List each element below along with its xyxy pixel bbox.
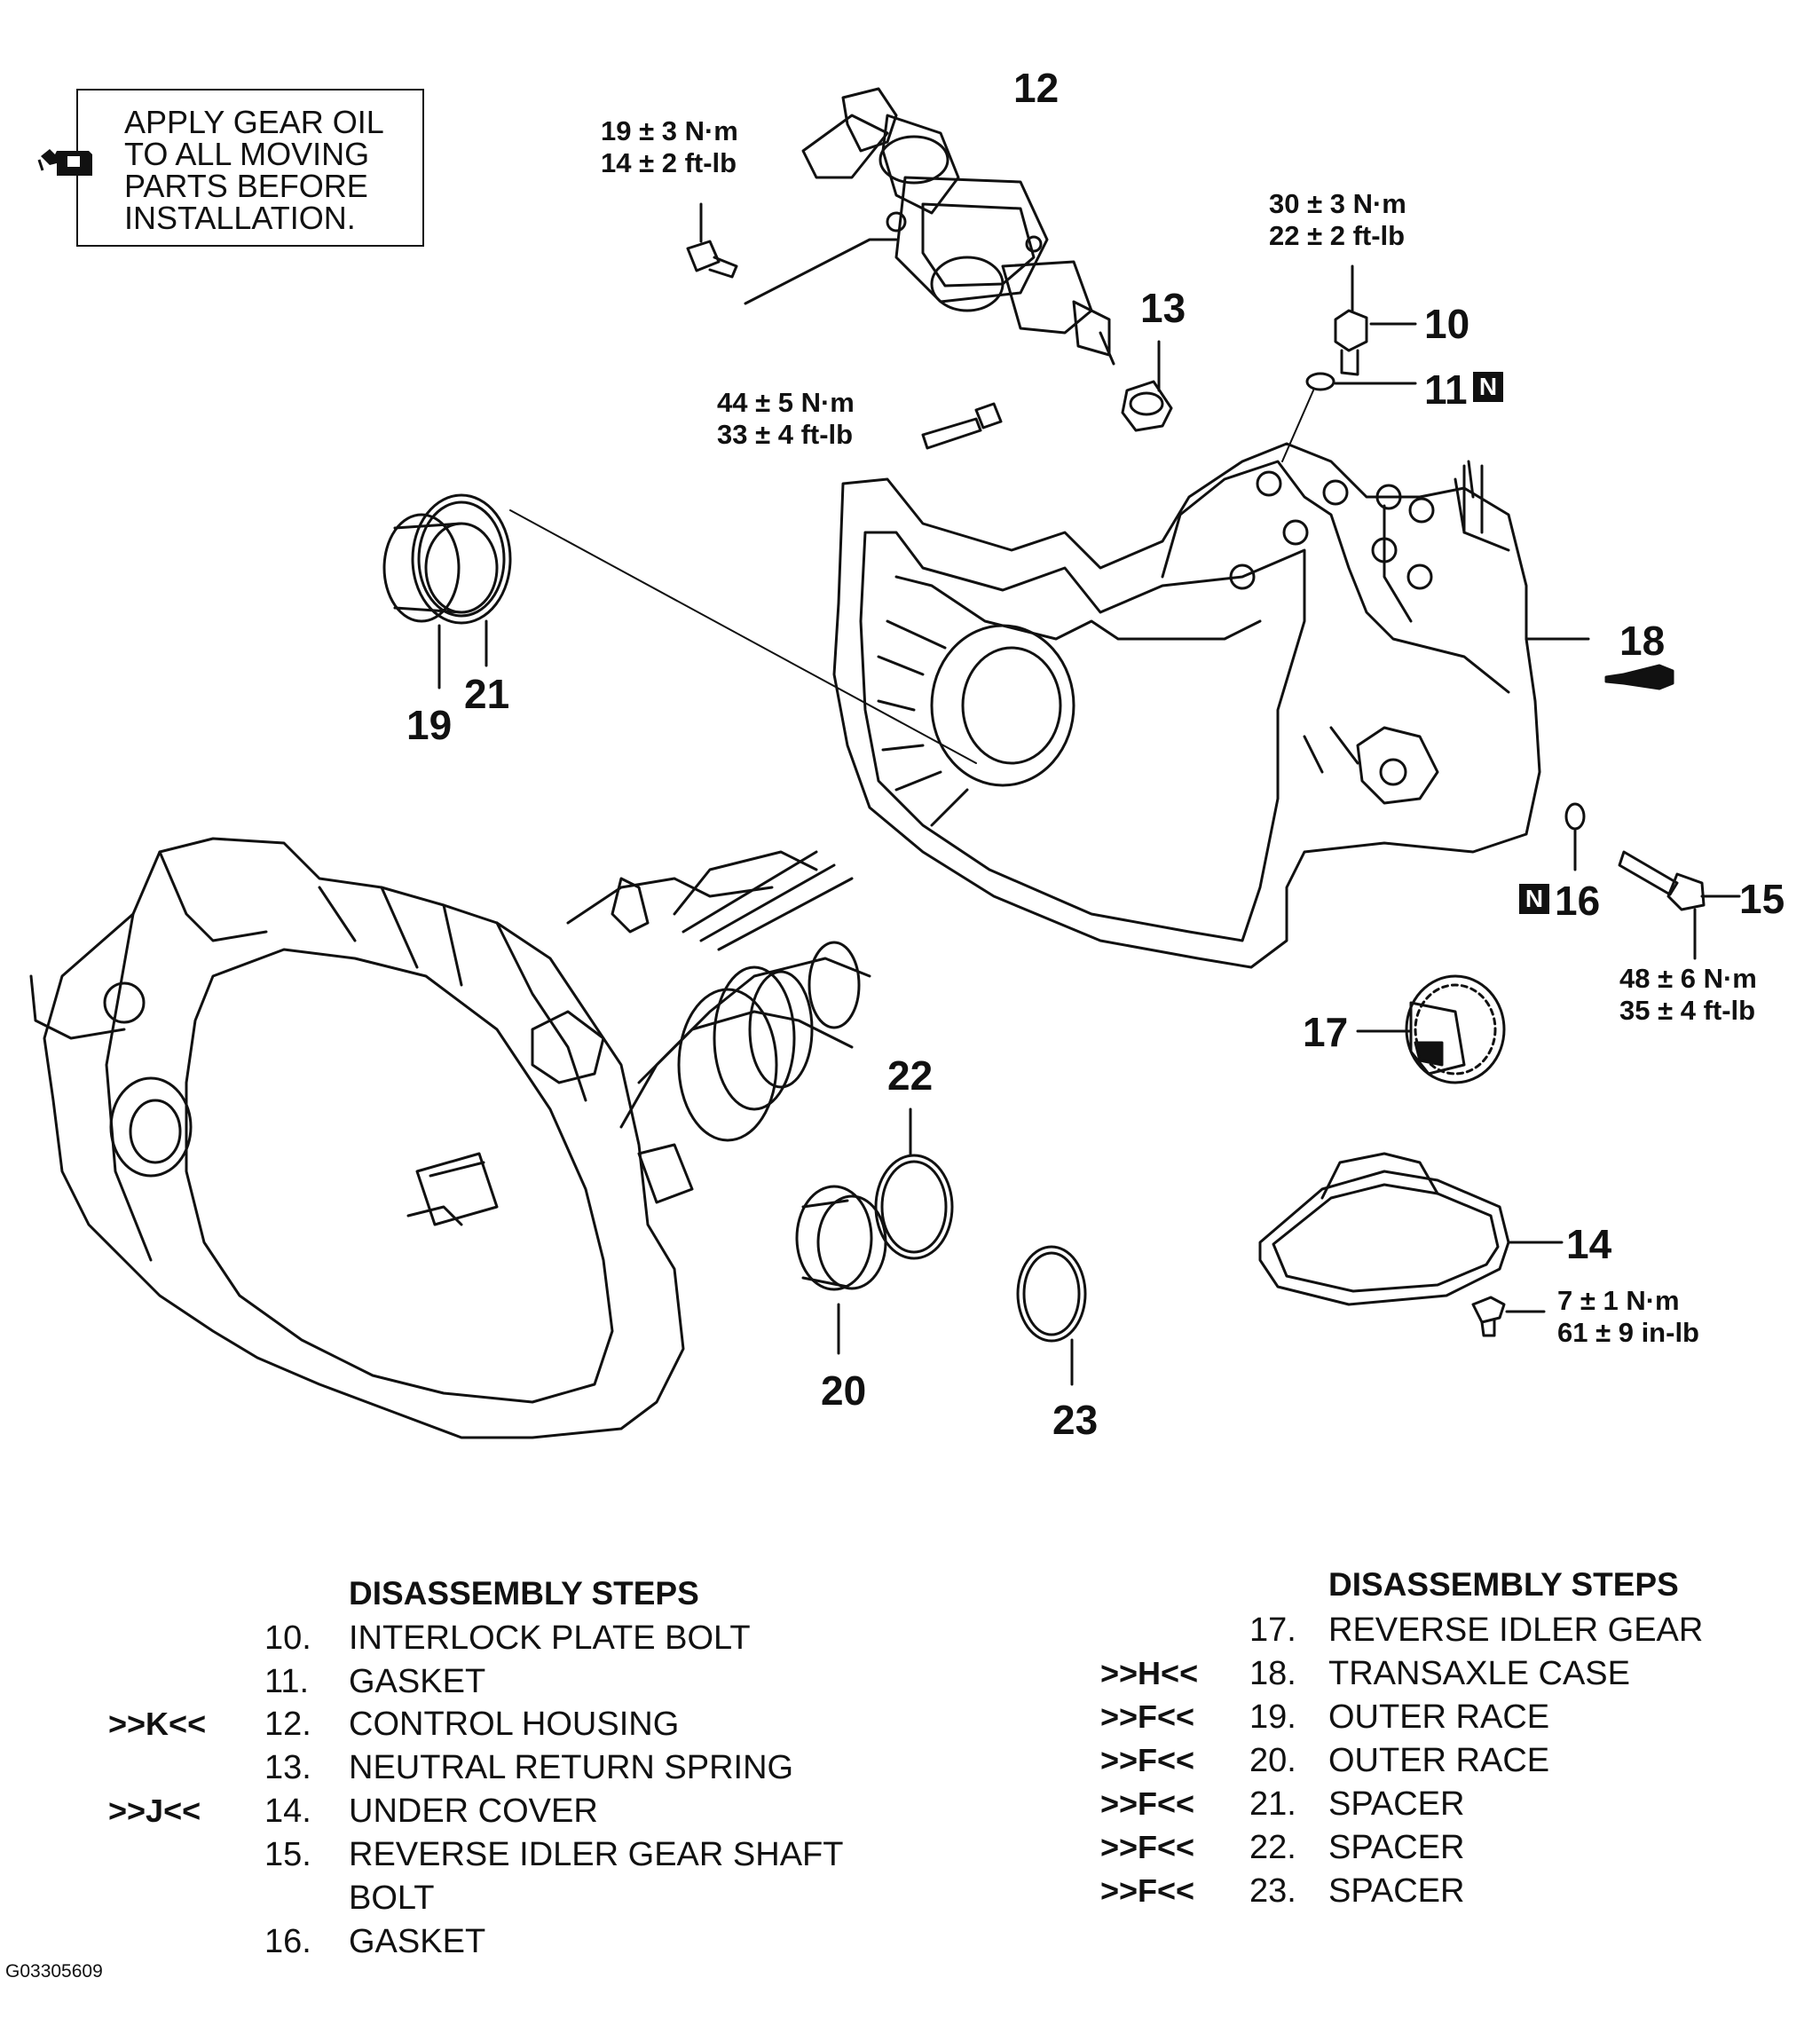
step-text: UNDER COVER bbox=[349, 1793, 598, 1830]
step-number: 23. bbox=[1249, 1872, 1296, 1910]
new-part-mark-16: N bbox=[1519, 884, 1549, 914]
callout-18: 18 bbox=[1619, 618, 1666, 664]
torque-interlock-plate-bolt: 30 ± 3 N·m 22 ± 2 ft-lb bbox=[1269, 188, 1406, 251]
step-code: >>F<< bbox=[1100, 1698, 1195, 1735]
callout-11: 11 bbox=[1424, 366, 1468, 413]
gasket-11 bbox=[1305, 372, 1335, 391]
new-part-mark-11: N bbox=[1473, 372, 1503, 402]
step-code: >>H<< bbox=[1100, 1655, 1199, 1691]
step-number: 11. bbox=[264, 1663, 310, 1700]
sealant-tube-icon bbox=[1604, 664, 1674, 690]
callout-19: 19 bbox=[406, 702, 453, 748]
step-number: 13. bbox=[264, 1749, 311, 1786]
interlock-plate-bolt bbox=[1334, 264, 1417, 376]
step-text: NEUTRAL RETURN SPRING bbox=[349, 1749, 794, 1786]
note-line-1: APPLY GEAR OIL bbox=[124, 104, 384, 140]
step-text: CONTROL HOUSING bbox=[349, 1706, 680, 1743]
note-line-2: TO ALL MOVING bbox=[124, 136, 370, 172]
case-bolt bbox=[921, 402, 1003, 450]
torque-under-cover-bolt: 7 ± 1 N·m 61 ± 9 in-lb bbox=[1557, 1285, 1699, 1348]
step-text: GASKET bbox=[349, 1663, 486, 1700]
step-text: OUTER RACE bbox=[1328, 1742, 1550, 1779]
callout-16: 16 bbox=[1555, 878, 1601, 924]
step-code: >>F<< bbox=[1100, 1829, 1195, 1865]
step-code: >>K<< bbox=[108, 1706, 207, 1742]
step-text: BOLT bbox=[349, 1879, 435, 1917]
torque-control-housing-bolt: 19 ± 3 N·m 14 ± 2 ft-lb bbox=[601, 115, 738, 178]
control-housing-bolt bbox=[686, 202, 898, 305]
steps-right-title: DISASSEMBLY STEPS bbox=[1328, 1566, 1679, 1603]
step-number: 22. bbox=[1249, 1829, 1296, 1866]
transaxle-case-part bbox=[832, 442, 1590, 969]
step-text: REVERSE IDLER GEAR SHAFT bbox=[349, 1836, 844, 1873]
control-housing-part bbox=[801, 87, 1115, 366]
step-number: 14. bbox=[264, 1793, 311, 1830]
step-text: SPACER bbox=[1328, 1785, 1465, 1823]
step-text: GASKET bbox=[349, 1923, 486, 1960]
step-code: >>F<< bbox=[1100, 1742, 1195, 1778]
callout-21: 21 bbox=[464, 671, 510, 717]
step-number: 10. bbox=[264, 1619, 311, 1657]
callout-20: 20 bbox=[821, 1367, 867, 1414]
step-text: INTERLOCK PLATE BOLT bbox=[349, 1619, 751, 1657]
spacer-21 bbox=[411, 493, 512, 667]
step-text: SPACER bbox=[1328, 1829, 1465, 1866]
gasket-16 bbox=[1564, 802, 1586, 831]
step-code: >>F<< bbox=[1100, 1785, 1195, 1822]
step-number: 21. bbox=[1249, 1785, 1296, 1823]
reverse-idler-gear bbox=[1356, 974, 1506, 1084]
gear-oil-can-icon bbox=[37, 144, 96, 184]
outer-race-20 bbox=[795, 1185, 887, 1355]
note-line-3: PARTS BEFORE bbox=[124, 168, 368, 204]
reverse-idler-shaft-bolt bbox=[1618, 850, 1741, 960]
callout-12: 12 bbox=[1013, 65, 1060, 111]
neutral-return-spring bbox=[1121, 340, 1173, 432]
note-line-4: INSTALLATION. bbox=[124, 200, 356, 236]
step-number: 18. bbox=[1249, 1655, 1296, 1692]
torque-reverse-idler-shaft-bolt: 48 ± 6 N·m 35 ± 4 ft-lb bbox=[1619, 963, 1757, 1026]
figure-id: G03305609 bbox=[5, 1961, 103, 1982]
callout-17: 17 bbox=[1303, 1009, 1349, 1055]
callout-15: 15 bbox=[1739, 876, 1785, 922]
torque-case-bolt: 44 ± 5 N·m 33 ± 4 ft-lb bbox=[717, 387, 855, 450]
transaxle-assembly-part bbox=[29, 837, 871, 1439]
steps-left-title: DISASSEMBLY STEPS bbox=[349, 1575, 699, 1612]
step-code: >>F<< bbox=[1100, 1872, 1195, 1909]
step-text: OUTER RACE bbox=[1328, 1698, 1550, 1736]
gear-oil-note: APPLY GEAR OIL TO ALL MOVING PARTS BEFOR… bbox=[37, 89, 424, 247]
step-number: 16. bbox=[264, 1923, 311, 1960]
spacer-23 bbox=[1016, 1245, 1087, 1386]
under-cover-bolt bbox=[1471, 1296, 1546, 1337]
under-cover-part bbox=[1258, 1152, 1564, 1306]
step-text: REVERSE IDLER GEAR bbox=[1328, 1612, 1704, 1649]
callout-14: 14 bbox=[1566, 1221, 1612, 1267]
step-number: 12. bbox=[264, 1706, 311, 1743]
callout-22: 22 bbox=[887, 1052, 934, 1099]
callout-23: 23 bbox=[1052, 1397, 1099, 1443]
step-number: 20. bbox=[1249, 1742, 1296, 1779]
step-text: TRANSAXLE CASE bbox=[1328, 1655, 1630, 1692]
outer-race-19 bbox=[382, 513, 499, 690]
step-code: >>J<< bbox=[108, 1793, 201, 1829]
step-text: SPACER bbox=[1328, 1872, 1465, 1910]
step-number: 19. bbox=[1249, 1698, 1296, 1736]
callout-10: 10 bbox=[1424, 301, 1470, 347]
callout-13: 13 bbox=[1140, 285, 1186, 331]
spacer-22 bbox=[874, 1107, 954, 1260]
step-number: 15. bbox=[264, 1836, 311, 1873]
step-number: 17. bbox=[1249, 1612, 1296, 1649]
